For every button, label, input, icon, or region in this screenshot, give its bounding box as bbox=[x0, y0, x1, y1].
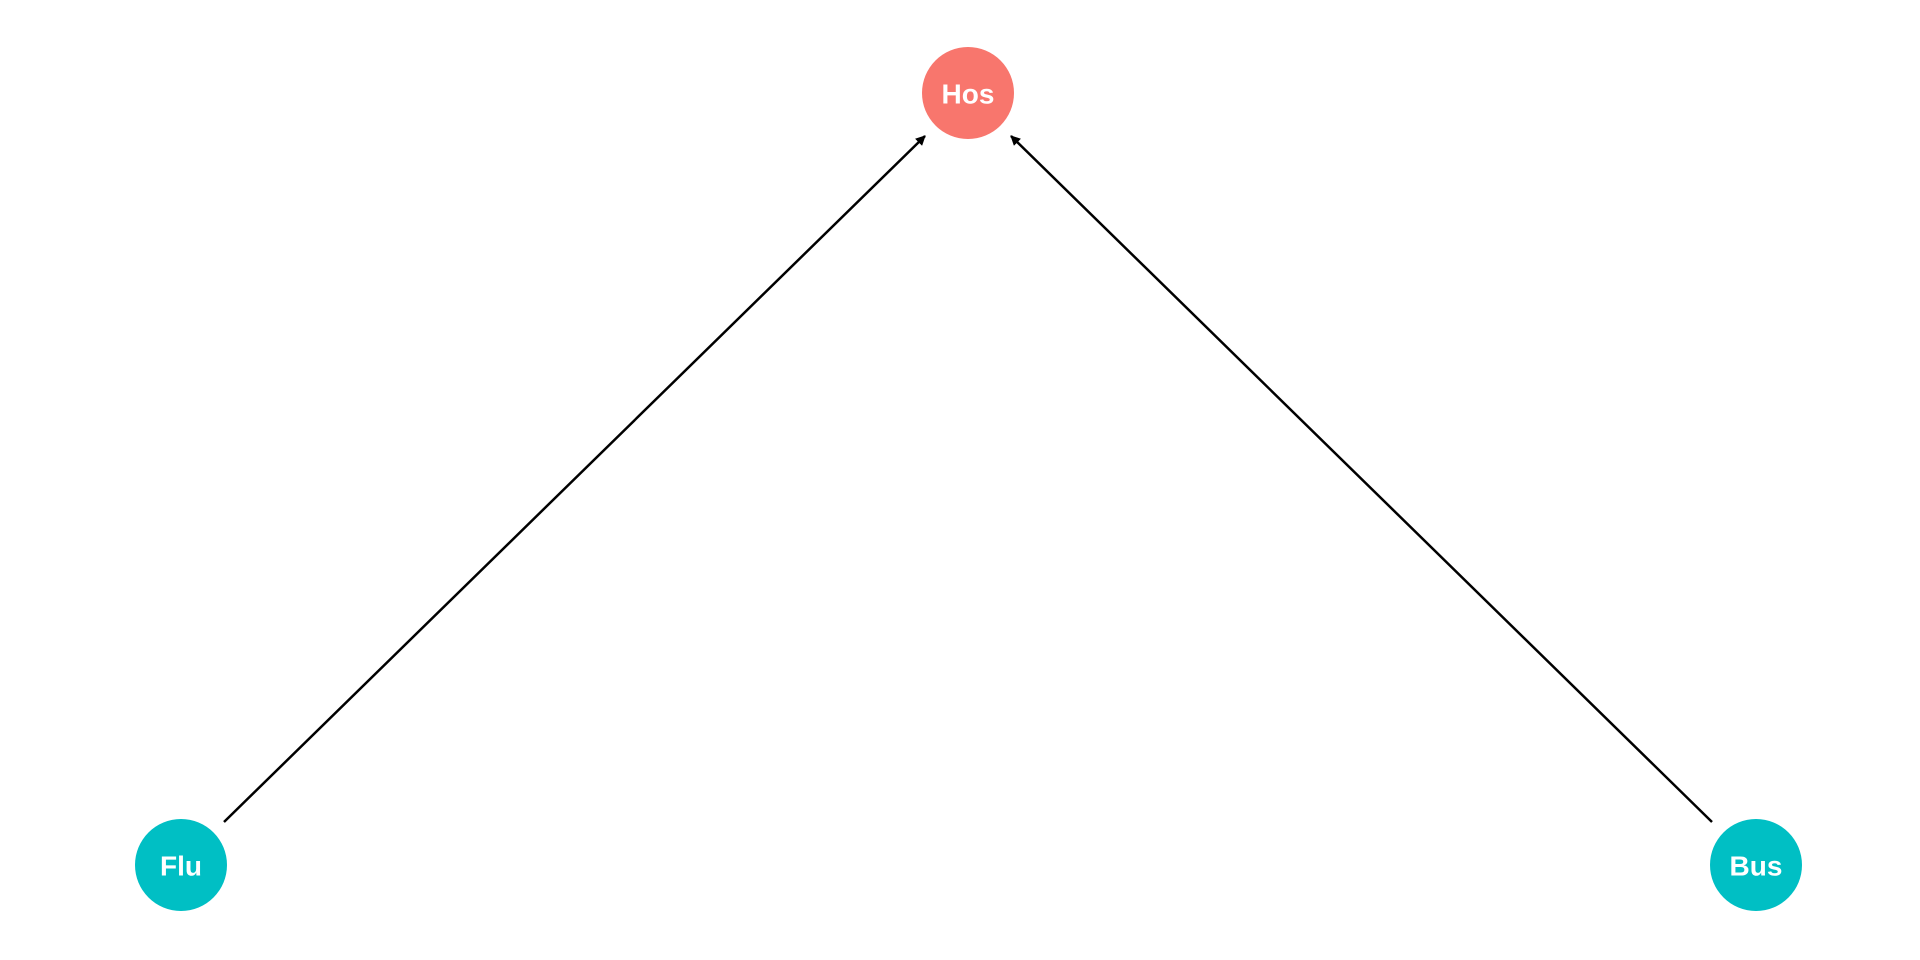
edge-flu-to-hos bbox=[223, 135, 926, 823]
node-flu[interactable]: Flu bbox=[135, 819, 227, 911]
node-hos-circle bbox=[922, 47, 1014, 139]
node-bus-circle bbox=[1710, 819, 1802, 911]
node-bus-label: Bus bbox=[1730, 851, 1783, 882]
node-bus[interactable]: Bus bbox=[1710, 819, 1802, 911]
node-flu-circle bbox=[135, 819, 227, 911]
node-hos-label: Hos bbox=[942, 79, 995, 110]
node-flu-label: Flu bbox=[160, 851, 202, 882]
node-hos[interactable]: Hos bbox=[922, 47, 1014, 139]
edge-bus-to-hos bbox=[1010, 135, 1713, 823]
